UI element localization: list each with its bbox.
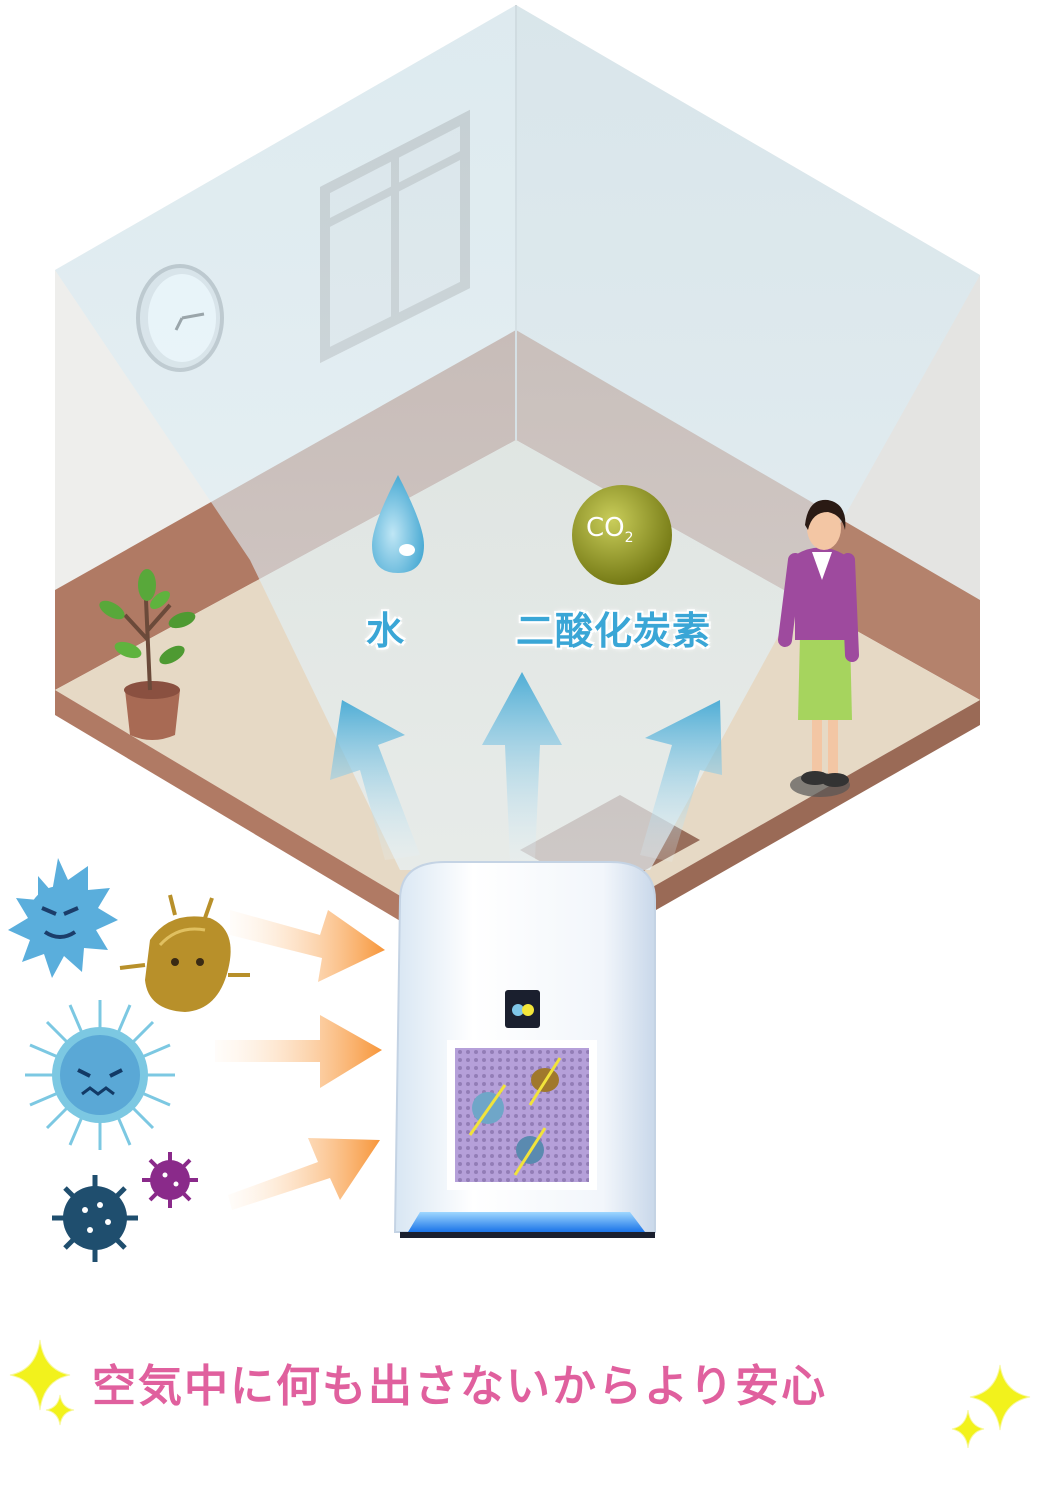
virus-icon (52, 1175, 138, 1262)
air-purifier-icon (393, 861, 656, 1238)
water-label: 水 (366, 609, 406, 653)
plant-icon (99, 569, 196, 740)
person-icon (778, 499, 859, 797)
tagline: 空気中に何も出さないからより安心 (92, 1361, 828, 1412)
co2-formula: CO2 (586, 513, 634, 546)
water-drop-icon (372, 475, 424, 573)
co2-ball-icon (572, 485, 672, 585)
co2-formula-main: CO (586, 513, 625, 543)
incoming-arrows (215, 910, 385, 1210)
co2-formula-sub: 2 (624, 530, 634, 547)
air-flow-beam (55, 5, 980, 870)
sparkle-icon (9, 1339, 1031, 1449)
co2-label: 二酸化炭素 (516, 609, 712, 653)
virus-icon (142, 1152, 198, 1208)
virus-icon (25, 1000, 175, 1150)
upward-arrows (330, 672, 722, 862)
germ-icon (8, 858, 118, 978)
germ-icon (119, 894, 250, 1012)
